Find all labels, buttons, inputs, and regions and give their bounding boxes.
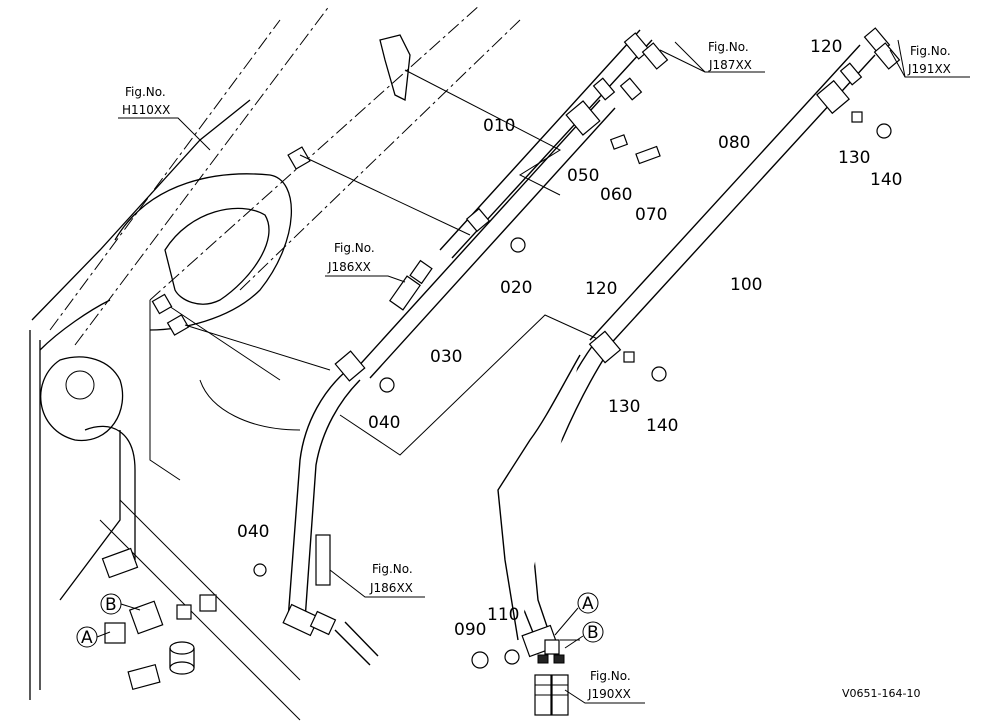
- part-label: 110: [487, 605, 519, 625]
- ref-code: J186XX: [327, 260, 371, 274]
- pipe-010-030-drawing: [184, 29, 669, 666]
- ref-prefix: Fig.No.: [590, 669, 631, 683]
- ref-prefix: Fig.No.: [125, 85, 166, 99]
- ref-code: J187XX: [708, 58, 752, 72]
- part-label: 040: [237, 522, 269, 542]
- part-label: 010: [483, 116, 515, 136]
- marker-a: A: [582, 594, 594, 614]
- part-label: 060: [600, 185, 632, 205]
- part-label: 130: [608, 397, 640, 417]
- part-label: 090: [454, 620, 486, 640]
- marker-b: B: [105, 595, 117, 615]
- ref-code: H110XX: [122, 103, 170, 117]
- part-label: 130: [838, 148, 870, 168]
- figure-id: V0651-164-10: [842, 687, 920, 700]
- ref-code: J190XX: [587, 687, 631, 701]
- part-label: 120: [585, 279, 617, 299]
- part-label: 030: [430, 347, 462, 367]
- ref-prefix: Fig.No.: [708, 40, 749, 54]
- part-label: 070: [635, 205, 667, 225]
- part-label: 080: [718, 133, 750, 153]
- part-label: 140: [646, 416, 678, 436]
- ref-prefix: Fig.No.: [334, 241, 375, 255]
- part-label: 120: [810, 37, 842, 57]
- ref-code: J186XX: [369, 581, 413, 595]
- circle-markers: B A A B: [76, 592, 604, 649]
- marker-b: B: [587, 623, 599, 643]
- figure-references: Fig.No. H110XX Fig.No. J186XX Fig.No. J1…: [118, 39, 970, 704]
- loose-parts-group: [104, 594, 217, 691]
- part-label: 040: [368, 413, 400, 433]
- part-label: 140: [870, 170, 902, 190]
- part-label: 100: [730, 275, 762, 295]
- part-label: 020: [500, 278, 532, 298]
- ref-prefix: Fig.No.: [372, 562, 413, 576]
- ref-code: J191XX: [907, 62, 951, 76]
- part-label: 050: [567, 166, 599, 186]
- pipe-080-100-drawing: [471, 27, 901, 716]
- loader-frame-drawing: [29, 4, 521, 721]
- marker-a: A: [81, 628, 93, 648]
- ref-prefix: Fig.No.: [910, 44, 951, 58]
- part-labels: 010 020 030 040 040 050 060 070 080 090 …: [237, 37, 902, 640]
